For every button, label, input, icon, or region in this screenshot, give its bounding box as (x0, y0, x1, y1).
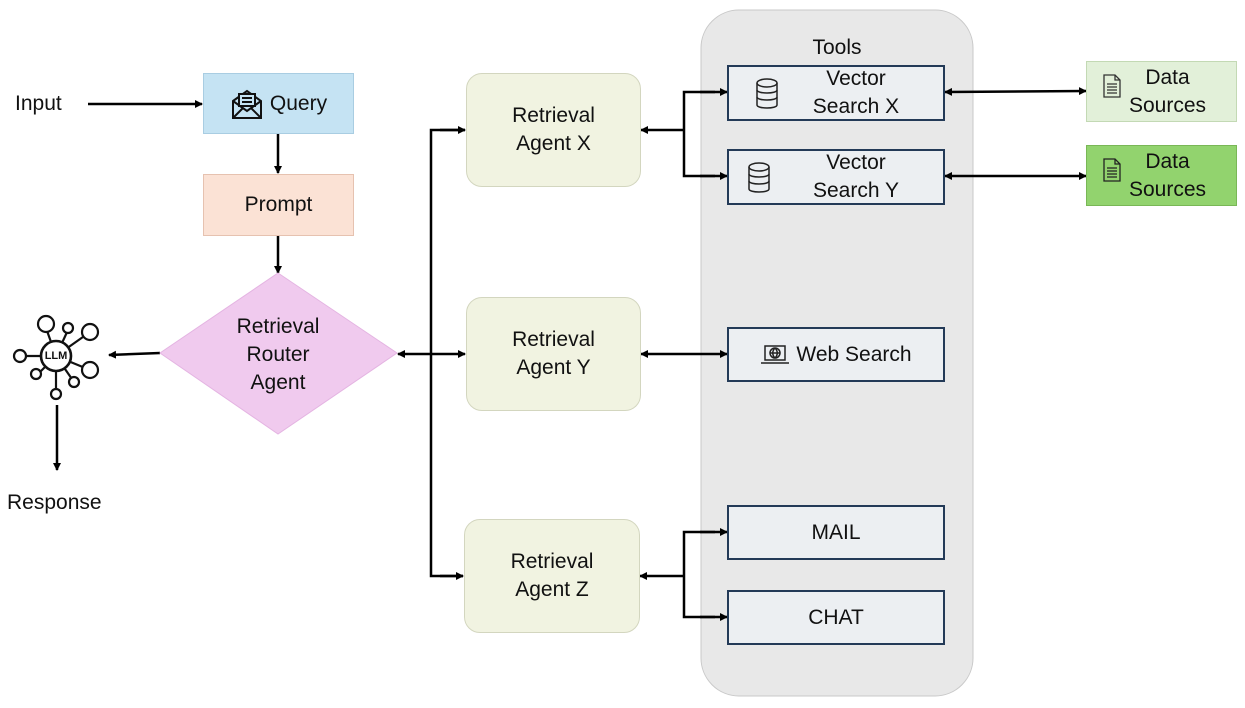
response-label: Response (7, 491, 102, 514)
bus-agent-x-tools (682, 90, 715, 178)
tool-web-search-label: Web Search (796, 342, 912, 366)
query-box: Query (203, 73, 354, 134)
tool-mail-label: MAIL (811, 520, 861, 544)
arrow-vector-x-data (944, 87, 1087, 96)
router-label: Retrieval Router Agent (236, 315, 320, 394)
document-icon (1103, 74, 1121, 98)
agent-x: Retrieval Agent X (466, 73, 641, 187)
router-diamond (159, 272, 398, 435)
data-sources-2: Data Sources (1086, 145, 1237, 206)
data-sources-2-label: Data Sources (1128, 149, 1207, 201)
envelope-icon (230, 87, 264, 121)
agent-z: Retrieval Agent Z (464, 519, 640, 633)
data-sources-1-label: Data Sources (1128, 65, 1207, 117)
database-icon (747, 162, 771, 194)
tool-mail: MAIL (727, 505, 945, 560)
input-label: Input (15, 92, 62, 115)
tool-chat: CHAT (727, 590, 945, 645)
tool-vector-search-y-label: Vector Search Y (813, 151, 899, 202)
document-icon (1103, 158, 1121, 182)
laptop-globe-icon (760, 344, 790, 366)
arrow-router-llm (108, 350, 161, 359)
tool-vector-search-y: Vector Search Y (727, 149, 945, 205)
tools-title: Tools (812, 36, 862, 59)
tool-vector-search-x-label: Vector Search X (812, 67, 900, 118)
query-label: Query (269, 91, 328, 115)
llm-label: LLM (44, 350, 68, 362)
bus-agent-z-tools (682, 530, 715, 619)
tool-web-search: Web Search (727, 327, 945, 382)
database-icon (755, 78, 779, 110)
agent-y: Retrieval Agent Y (466, 297, 641, 411)
llm-network-icon: LLM (10, 312, 106, 408)
tool-chat-label: CHAT (808, 605, 864, 629)
prompt-label: Prompt (244, 193, 313, 216)
prompt-box: Prompt (203, 174, 354, 236)
tool-vector-search-x: Vector Search X (727, 65, 945, 121)
data-sources-1: Data Sources (1086, 61, 1237, 122)
